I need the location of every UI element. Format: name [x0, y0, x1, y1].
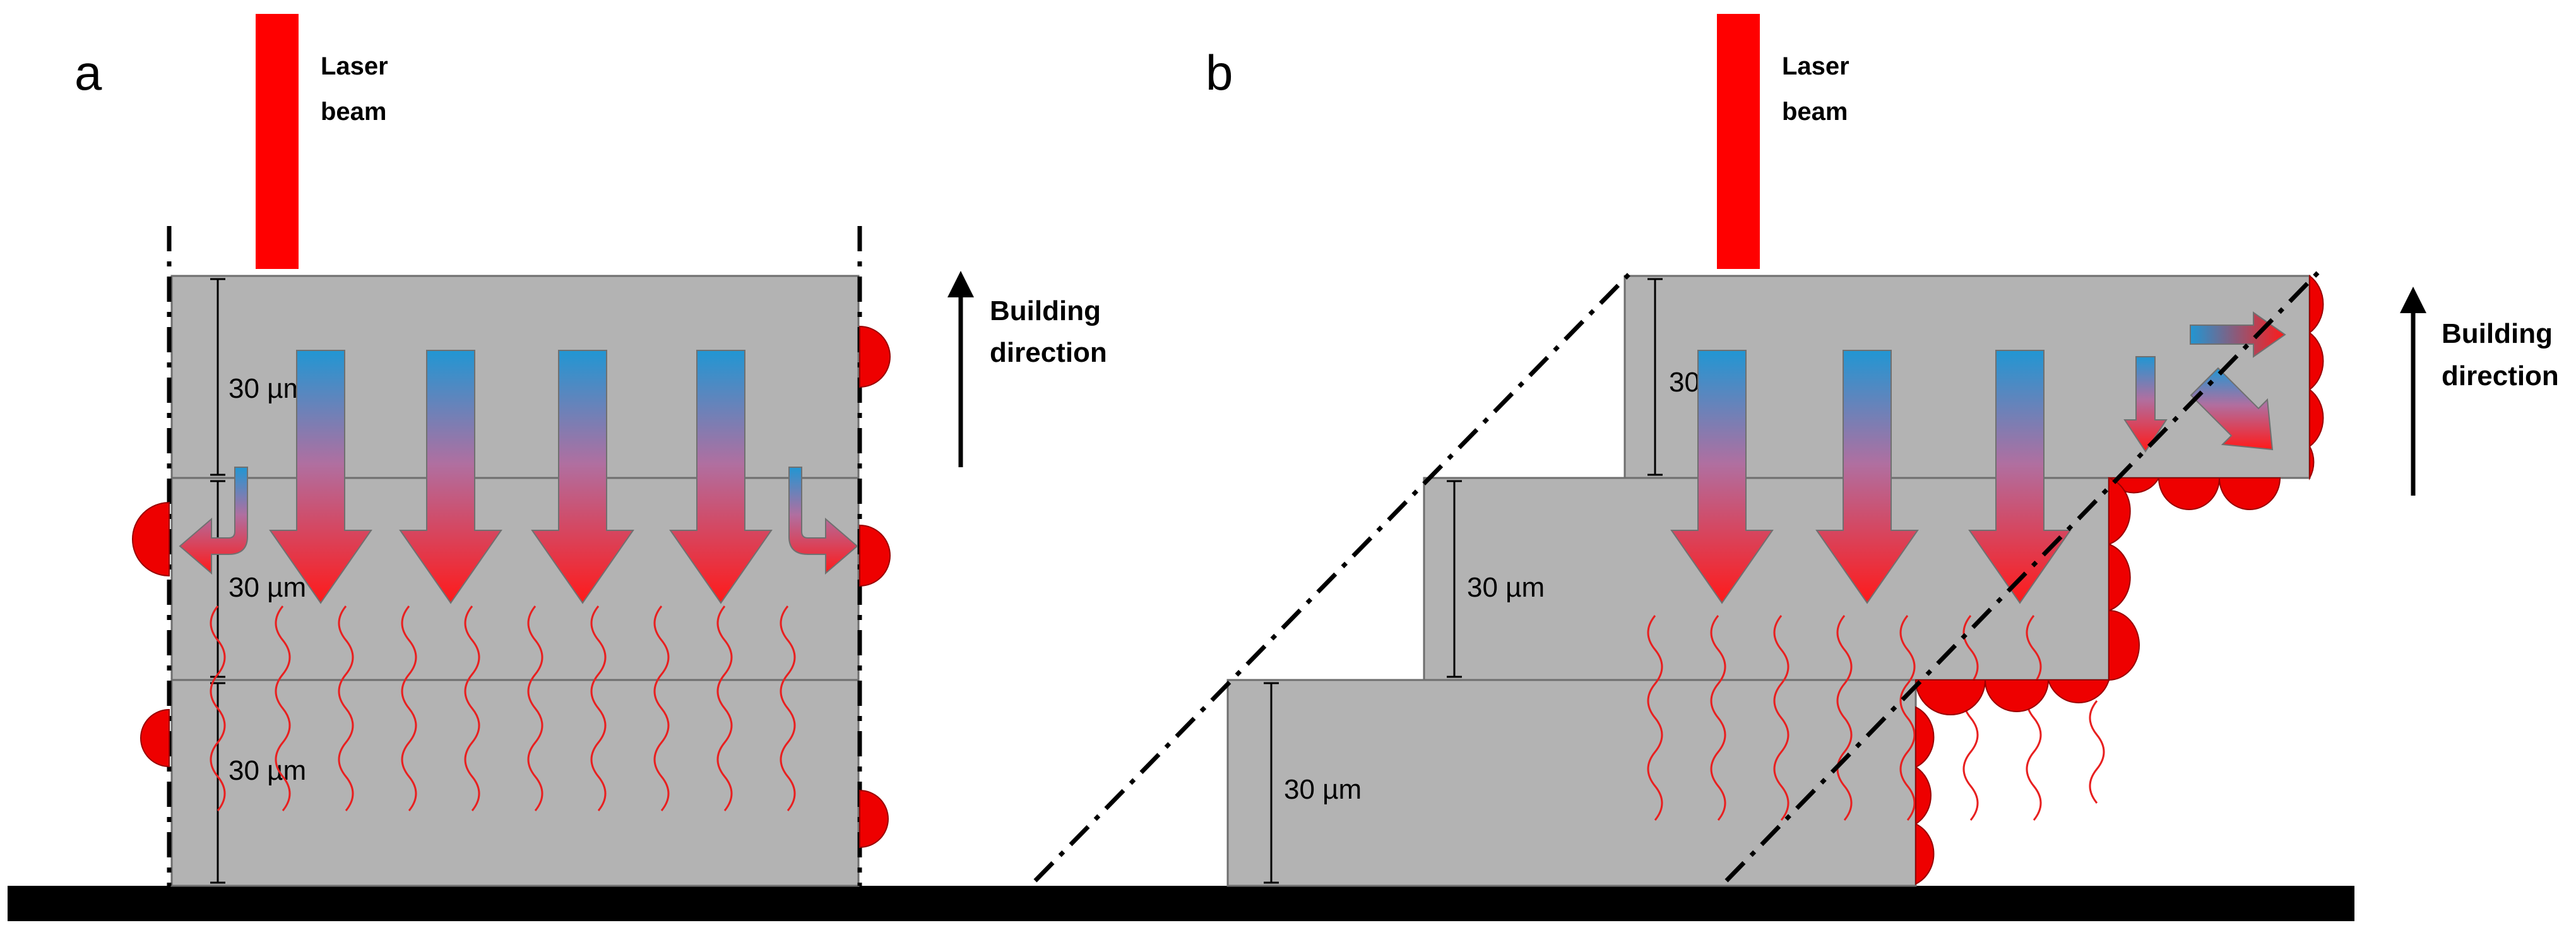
panel-a-particles	[132, 325, 891, 849]
heat-wave	[2089, 700, 2105, 804]
powder-particle	[2309, 444, 2315, 480]
panel-b-small-heat-arrows	[2123, 311, 2286, 453]
powder-particle	[2309, 275, 2324, 334]
panel-b-dimensions	[1264, 278, 1663, 884]
panel-b-letter: b	[1206, 45, 1233, 100]
powder-particle	[859, 325, 891, 388]
heat-wave	[464, 605, 480, 811]
heat-wave	[653, 605, 670, 811]
panel-a-laser-label-line2: beam	[321, 98, 387, 126]
heat-wave	[590, 605, 607, 811]
powder-particle	[859, 524, 891, 587]
heat-flow-arrow	[269, 350, 372, 604]
panel-a-curved-arrow-right	[788, 467, 858, 575]
powder-particle	[2047, 679, 2110, 703]
heat-wave	[1710, 615, 1726, 821]
powder-particle	[132, 501, 170, 577]
heat-wave	[1647, 615, 1663, 821]
heat-flow-arrow	[531, 350, 634, 604]
powder-particle	[2158, 477, 2221, 510]
panel-a-laser-label-line1: Laser	[321, 52, 388, 80]
powder-particle	[1914, 679, 1986, 715]
heat-wave	[338, 605, 354, 811]
powder-particle	[2309, 331, 2324, 391]
heat-wave	[716, 605, 733, 811]
panel-b-particles	[1914, 275, 2324, 885]
panel-b-layer-bottom	[1226, 679, 1917, 887]
heat-flow-arrow-small-diagonal	[2190, 367, 2274, 451]
panel-b-right-inclined-boundary	[1724, 271, 2320, 883]
panel-b: b Laser beam 30 µm 30 µm 30 µm	[1033, 14, 2559, 887]
heat-wave	[1899, 615, 1916, 821]
panel-b-left-inclined-boundary	[1033, 270, 1634, 883]
heat-wave	[527, 605, 543, 811]
panel-b-heat-arrows	[1670, 350, 2072, 604]
powder-particle	[2309, 388, 2324, 448]
heat-wave	[780, 605, 796, 811]
panel-b-laser-label-line1: Laser	[1782, 52, 1849, 80]
panel-b-layer-middle	[1423, 477, 2110, 681]
panel-b-layers	[1226, 275, 2311, 887]
panel-a-heat-arrows	[269, 350, 773, 604]
panel-a-building-label-line2: direction	[990, 337, 1107, 368]
heat-wave	[401, 605, 417, 811]
panel-b-layer-label-bottom: 30 µm	[1284, 774, 1362, 805]
panel-a-building-label-line1: Building	[990, 295, 1101, 326]
panel-b-layer-label-middle: 30 µm	[1467, 572, 1545, 603]
heat-flow-arrow	[399, 350, 502, 604]
heat-flow-arrow	[1815, 350, 1919, 604]
powder-particle	[140, 708, 170, 768]
panel-b-building-label-line1: Building	[2442, 318, 2553, 349]
heat-flow-arrow-small-down	[2123, 356, 2168, 453]
panel-a-curved-arrow-left	[179, 467, 248, 575]
panel-b-laser-beam	[1717, 14, 1760, 269]
panel-a: a Laser beam 30 µm 30 µm 30 µm	[74, 14, 1107, 887]
panel-a-layer-label-top: 30 µm	[229, 373, 306, 404]
heat-wave	[2026, 615, 2042, 821]
heat-wave	[1773, 615, 1790, 821]
panel-b-laser-label-line2: beam	[1782, 98, 1848, 126]
heat-flow-arrow	[669, 350, 773, 604]
heat-flow-arrow	[1670, 350, 1774, 604]
build-platform	[8, 886, 2354, 921]
powder-particle	[2108, 609, 2140, 681]
powder-particle	[859, 789, 889, 849]
panel-a-layer-label-middle: 30 µm	[229, 572, 306, 603]
powder-particle	[2108, 477, 2131, 545]
heat-wave	[275, 605, 291, 811]
heat-wave	[1836, 615, 1853, 821]
panel-a-heat-waves	[210, 605, 796, 811]
powder-particle	[1915, 706, 1935, 768]
panel-a-dimensions	[210, 278, 225, 884]
heat-flow-arrow-small-right	[2190, 311, 2286, 358]
panel-a-laser-beam	[256, 14, 299, 269]
powder-particle	[1915, 823, 1935, 885]
heat-flow-arrow	[1968, 350, 2072, 604]
powder-particle	[2108, 543, 2131, 612]
panel-b-building-label-line2: direction	[2442, 361, 2559, 391]
panel-a-letter: a	[74, 45, 102, 100]
heat-wave	[1962, 615, 1979, 821]
panel-b-heat-waves	[1647, 615, 2105, 821]
powder-particle	[1984, 679, 2050, 712]
panel-a-layer-label-bottom: 30 µm	[229, 755, 306, 786]
powder-particle	[1915, 766, 1932, 825]
heat-wave	[210, 605, 226, 811]
powder-particle	[2218, 477, 2281, 510]
